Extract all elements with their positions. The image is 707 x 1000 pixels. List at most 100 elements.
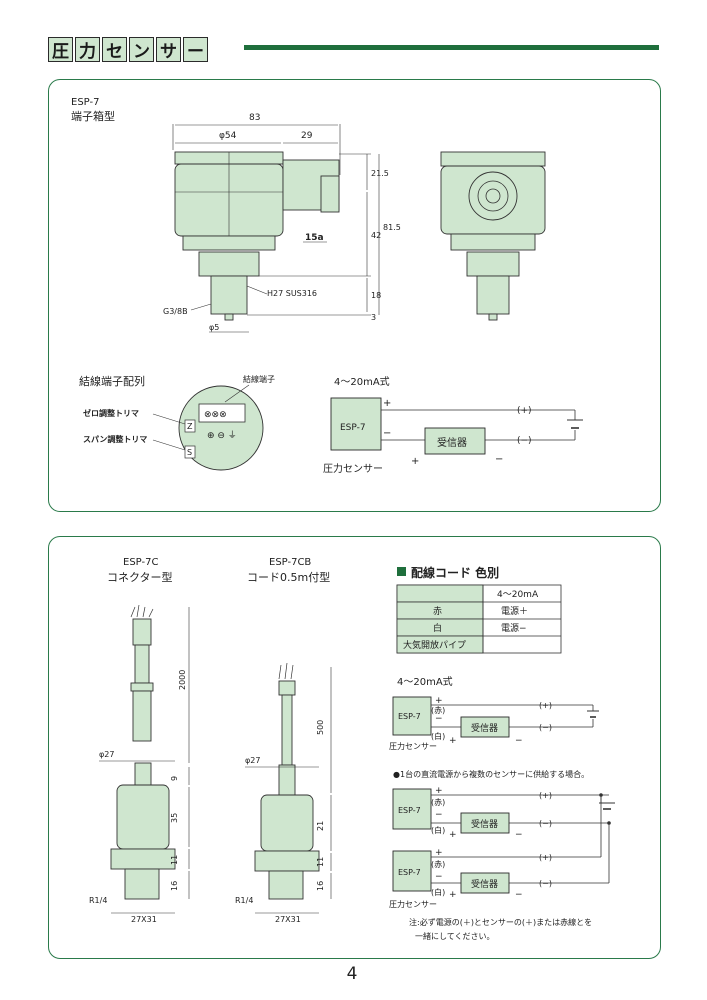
svg-text:+: + [435, 696, 443, 706]
esp7cb-body [260, 794, 314, 852]
table-row-label: 赤 [433, 606, 442, 617]
circuit-device [330, 397, 382, 451]
span-trim-label: スパン調整トリマ [83, 434, 147, 444]
neck [182, 235, 276, 251]
side-hex [466, 251, 520, 277]
svg-text:−: − [435, 872, 443, 882]
svg-text:−: − [515, 890, 523, 900]
b-sensor-label: 圧力センサー [389, 741, 437, 751]
thread-stem [210, 275, 248, 315]
esp7c-model: ESP-7C [123, 557, 158, 568]
esp7c-dim-11: 11 [170, 855, 179, 865]
title-char: ー [183, 36, 208, 62]
svg-text:ESP-7: ESP-7 [398, 806, 421, 815]
b-receiver [460, 716, 510, 738]
circuit-receiver [424, 427, 486, 455]
svg-text:圧力センサー: 圧力センサー [389, 899, 437, 909]
esp7c-cable [132, 618, 152, 646]
esp7cb-phi27: φ27 [245, 756, 260, 765]
title-rule [244, 45, 659, 50]
dim-83: 83 [249, 113, 260, 123]
dim-15a: 15a [305, 233, 324, 243]
color-table-title: 配線コード 色別 [411, 565, 499, 580]
terminal-screws: ⊗⊗⊗ [204, 410, 227, 420]
svg-text:(白): (白) [431, 887, 445, 897]
esp7cb-hex-label: 27X31 [275, 915, 301, 924]
table-header: 4～20mA [497, 590, 539, 600]
svg-text:+: + [449, 830, 457, 840]
dim-21-5: 21.5 [371, 169, 389, 178]
note-line-2: 一緒にしてください。 [415, 931, 495, 941]
panel-esp7: ESP-7 端子箱型 83 φ54 29 21.5 [48, 79, 661, 512]
title-char: セ [102, 36, 127, 62]
title-char: 圧 [48, 36, 73, 62]
esp7c-r14: R1/4 [89, 896, 107, 905]
esp7cb-cable-top [278, 680, 296, 696]
svg-text:−: − [435, 810, 443, 820]
table-row-label: 大気開放パイプ [403, 639, 466, 651]
plus-paren: (+) [517, 406, 532, 416]
front-view: 83 φ54 29 21.5 42 81.5 [163, 113, 401, 333]
sensor-label: 圧力センサー [323, 462, 383, 475]
note-line-1: 注:必ず電源の(＋)とセンサーの(＋)または赤線とを [409, 917, 592, 927]
title-char: 力 [75, 36, 100, 62]
port-tip [224, 313, 234, 321]
m-receiver-1 [460, 812, 510, 834]
dim-3: 3 [371, 313, 376, 322]
esp7c-drawing: ESP-7C コネクター型 ESP-7CB コード0.5m付型 2000 9 3… [89, 557, 615, 941]
cable-gland [320, 175, 340, 213]
svg-text:+: + [435, 786, 443, 796]
color-table: 4～20mA 赤 電源＋ 白 電源− 大気開放パイプ [396, 584, 562, 654]
dim-29: 29 [301, 131, 313, 141]
z-label: Z [187, 422, 193, 431]
side-tip [488, 313, 498, 321]
side-stem [476, 275, 510, 315]
svg-text:(赤): (赤) [431, 860, 445, 869]
esp7c-dim-9: 9 [170, 776, 179, 781]
esp7cb-cable [281, 694, 293, 766]
esp7cb-neck [278, 764, 296, 796]
multi-heading: ●1台の直流電源から複数のセンサーに供給する場合。 [393, 769, 589, 779]
esp7cb-thread [268, 870, 304, 900]
esp7cb-view: 500 21 11 16 φ27 R1/4 27X31 [235, 662, 332, 924]
esp7c-hex [110, 848, 176, 870]
esp7c-thread [124, 868, 160, 900]
circuit-device-label: ESP-7 [340, 423, 366, 433]
b-device [392, 696, 432, 736]
svg-text:受信器: 受信器 [471, 878, 498, 890]
svg-text:−: − [435, 714, 443, 724]
esp7cb-dim-21: 21 [316, 821, 325, 831]
plus-sign: + [383, 398, 391, 409]
hex-label: H27 SUS316 [267, 289, 317, 298]
esp7cb-dim-16: 16 [316, 881, 325, 891]
esp7c-dim-35: 35 [170, 813, 179, 823]
svg-text:+: + [449, 890, 457, 900]
svg-text:(+): (+) [539, 853, 552, 862]
svg-text:受信器: 受信器 [471, 722, 498, 734]
esp7c-dim-2000: 2000 [178, 670, 187, 690]
m-device-2 [392, 850, 432, 892]
title-char: ン [129, 36, 154, 62]
esp7cb-dim-11: 11 [316, 857, 325, 867]
title-char: サ [156, 36, 181, 62]
svg-text:(−): (−) [539, 819, 552, 828]
m-device-1 [392, 788, 432, 830]
table-row-label: 白 [433, 622, 442, 634]
svg-text:(−): (−) [539, 723, 552, 732]
svg-text:+: + [435, 848, 443, 858]
table-row-value: 電源− [501, 623, 527, 634]
model-label: ESP-7 [71, 97, 99, 108]
b-circuit-title: 4～20mA式 [397, 675, 453, 688]
svg-text:(−): (−) [539, 879, 552, 888]
type-label: 端子箱型 [71, 109, 115, 123]
table-row-value: 電源＋ [501, 606, 528, 617]
esp7cb-dim-500: 500 [316, 720, 325, 735]
terminal-title: 結線端子配列 [79, 374, 145, 388]
esp7cb-hex [254, 850, 320, 872]
m-receiver-2 [460, 872, 510, 894]
minus-sign-receiver: − [495, 454, 503, 465]
thread-label: G3/8B [163, 307, 188, 316]
s-label: S [187, 448, 192, 457]
svg-text:(白): (白) [431, 825, 445, 835]
svg-text:(赤): (赤) [431, 798, 445, 807]
